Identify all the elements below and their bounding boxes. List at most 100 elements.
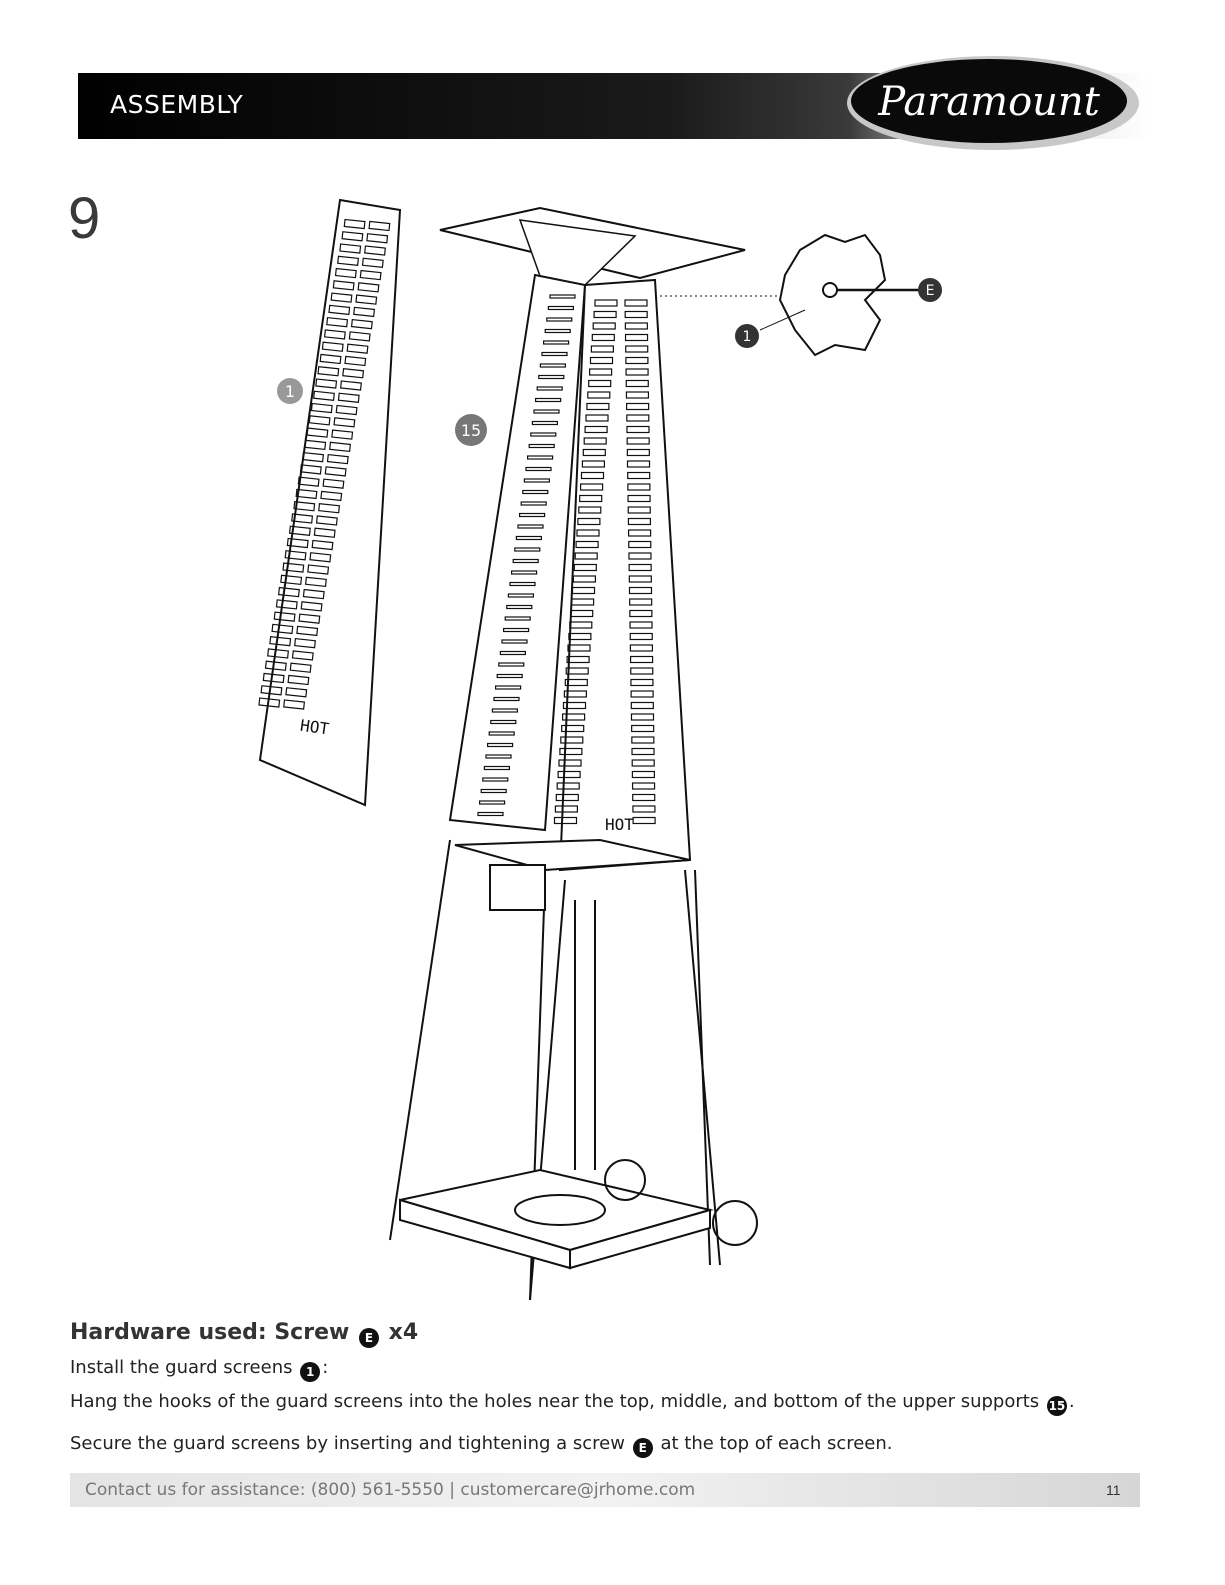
svg-text:15: 15 (461, 421, 481, 440)
brand-logo: Paramount (847, 56, 1139, 150)
screen-slat (333, 417, 356, 428)
screen-slat (308, 415, 331, 426)
screen-slat (511, 570, 538, 575)
screen-slat (275, 599, 298, 610)
screen-slat (631, 770, 655, 779)
screen-slat (364, 245, 386, 256)
screen-slat (507, 593, 534, 598)
screen-slat (573, 563, 597, 572)
screen-slat (288, 525, 311, 536)
screen-slat (324, 466, 347, 477)
screen-slat (626, 402, 650, 411)
screen-slat (624, 333, 649, 342)
screen-slat (273, 611, 296, 622)
screen-slat (503, 627, 530, 633)
screen-slat (570, 609, 594, 618)
screen-slat (498, 662, 525, 667)
instruction-line-2: Hang the hooks of the guard screens into… (70, 1391, 1075, 1416)
screen-slat (563, 690, 587, 698)
screen-slat (339, 380, 362, 391)
screen-slat (332, 280, 355, 291)
screen-slat (585, 414, 609, 422)
screen-slat (632, 793, 656, 802)
screen-slat (514, 547, 541, 552)
screen-slat (627, 483, 651, 491)
screen-slat (302, 588, 325, 600)
screen-slat (630, 678, 654, 687)
screen-slat (344, 355, 367, 367)
screen-slat (307, 564, 330, 575)
screen-slat (628, 529, 652, 537)
upper-support-badge: 15 (1046, 1396, 1067, 1416)
screen-slat (499, 650, 526, 656)
detail-callout (660, 233, 920, 357)
screen-slat (313, 390, 335, 401)
screen-slat (574, 552, 598, 560)
screen-slat (562, 701, 587, 710)
screen-slat (629, 621, 653, 629)
screen-slat (306, 427, 329, 438)
screen-slat (630, 713, 655, 721)
page-number: 11 (1106, 1482, 1121, 1498)
screen-slat (626, 414, 650, 422)
screen-slat (359, 269, 382, 281)
screen-slat (321, 341, 344, 352)
screen-slat (315, 515, 338, 526)
screen-slat (541, 351, 568, 357)
screen-slat (628, 540, 652, 549)
screen-slat (558, 759, 582, 767)
screen-slat (587, 391, 611, 399)
screen-slat (357, 282, 380, 293)
screen-slat (277, 586, 300, 598)
screen-slat (334, 267, 357, 279)
screen-slat (581, 460, 605, 468)
screen-slat (313, 527, 336, 538)
screen-slat (628, 575, 652, 583)
screen-slat (528, 443, 555, 449)
screen-slat (495, 685, 522, 690)
screen-slat (591, 333, 615, 342)
svg-text:1: 1 (285, 382, 295, 401)
instruction-line-3: Secure the guard screens by inserting an… (70, 1433, 893, 1458)
screen-slat (284, 550, 307, 561)
screen-slat (343, 218, 366, 230)
screen-slat (578, 506, 602, 514)
screen-slat (579, 494, 603, 503)
screen-slat (282, 562, 305, 573)
screen-slat (628, 563, 652, 572)
screen-slat (297, 476, 320, 487)
screen-slat (631, 782, 656, 790)
screen-slat (628, 586, 653, 595)
screen-slat (337, 255, 360, 266)
screen-slat (477, 811, 504, 817)
screen-slat (571, 586, 596, 595)
screen-slat (536, 386, 563, 391)
screen-slat (625, 391, 650, 399)
screen-hot-label: HOT (299, 716, 331, 739)
screen-slat (568, 632, 592, 641)
screen-slat (330, 292, 353, 303)
screen-slat (627, 494, 651, 503)
screen-slat (533, 409, 560, 414)
screen-slat (483, 765, 510, 771)
screen-slat (580, 483, 604, 491)
screen-slat (627, 506, 651, 514)
screen-slat (625, 345, 649, 353)
screen-slat (576, 529, 600, 537)
screen-slat (310, 402, 333, 414)
screen-slat (337, 392, 360, 403)
section-title: ASSEMBLY (110, 90, 244, 119)
screen-slat (554, 805, 578, 813)
screen-slat (339, 243, 362, 254)
footer-contact: Contact us for assistance: (800) 561-555… (85, 1480, 696, 1500)
screen-slat (590, 345, 614, 353)
screen-slat (320, 490, 343, 502)
hardware-suffix: x4 (388, 1320, 419, 1345)
screen-slat (285, 687, 308, 698)
screen-slat (260, 685, 283, 696)
screen-slat (549, 294, 576, 299)
screen-slat (287, 674, 310, 686)
screen-slat (318, 503, 341, 514)
screen-slat (555, 793, 579, 802)
screen-slat (280, 574, 303, 586)
